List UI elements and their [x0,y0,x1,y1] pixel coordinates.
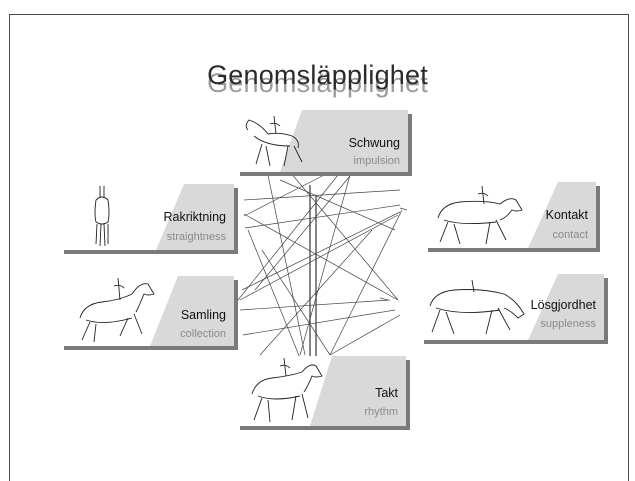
card-gray-panel [310,356,406,426]
card-takt: Takt rhythm [236,356,414,430]
connector-line [237,174,339,301]
connector-line [329,314,401,356]
horse-illustration-icon [437,185,523,245]
connector-line [261,249,331,356]
slide-frame [9,14,629,481]
connector-line [289,171,399,301]
card-schwung: Schwung impulsion [236,110,416,176]
connector-line [254,175,351,291]
horse-illustration-icon [94,186,110,247]
card-sublabel: impulsion [353,155,400,167]
horse-illustration-icon [79,278,155,343]
card-sublabel: collection [180,328,226,340]
horse-illustration-icon [251,358,323,423]
connector-line [279,179,396,231]
connector-line [329,209,403,356]
card-gray-panel [280,110,408,172]
connector-line [241,211,401,291]
horse-illustration-icon [245,115,303,167]
card-label: Rakriktning [163,210,226,224]
connector-line [243,189,401,201]
card-label: Samling [180,308,226,322]
card-sublabel: rhythm [364,406,398,418]
connector-line [239,299,391,311]
connector-line [244,204,401,229]
card-losgjordhet: Lösgjordhet suppleness [420,274,612,344]
card-samling: Samling collection [60,276,242,350]
card-sublabel: straightness [166,231,226,243]
connector-line [399,207,408,211]
card-gray-panel [156,184,234,250]
card-label: Kontakt [545,208,588,222]
connector-line [243,171,331,217]
title-group: Genomsläpplighet Genomsläpplighet [0,60,635,106]
card-kontakt: Kontakt contact [424,182,604,252]
card-gray-panel [528,274,604,340]
slide-title: Genomsläpplighet [207,60,428,90]
card-face: Schwung impulsion [236,110,408,172]
connector-line [299,174,351,356]
card-face: Samling collection [60,276,234,346]
card-sublabel: suppleness [540,318,596,330]
card-label: Lösgjordhet [530,298,596,312]
card-label: Schwung [348,136,400,150]
horse-illustration-icon [429,280,525,335]
connector-line [379,297,389,301]
connector-line [242,309,396,336]
card-face: Rakriktning straightness [60,184,234,250]
connector-line [239,214,399,301]
card-gray-panel [150,276,234,346]
card-rakriktning: Rakriktning straightness [60,184,242,254]
connector-line [267,174,306,356]
title-shadow: Genomsläpplighet [207,68,428,98]
connector-line [247,229,301,359]
card-face: Kontakt contact [424,182,596,248]
card-label: Takt [375,386,398,400]
card-sublabel: contact [552,229,588,241]
card-face: Lösgjordhet suppleness [420,274,604,340]
card-gray-panel [528,182,596,248]
card-face: Takt rhythm [236,356,406,426]
connector-line [243,213,399,301]
